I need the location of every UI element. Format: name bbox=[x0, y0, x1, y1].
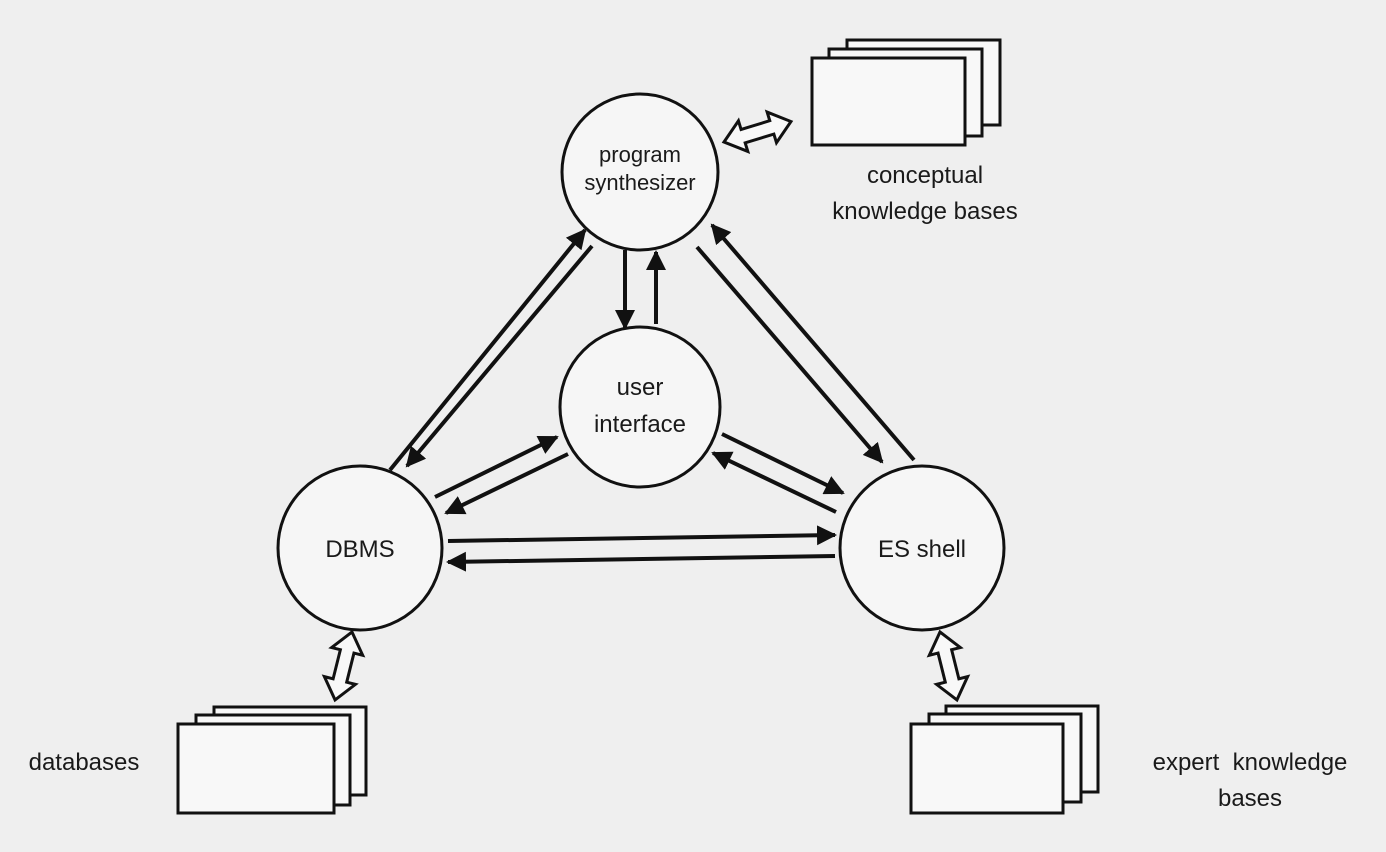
arrow-dbms-to-es-shell bbox=[447, 525, 837, 546]
program-synthesizer-label-line2: synthesizer bbox=[584, 170, 695, 195]
program-synthesizer-label-line1: program bbox=[599, 142, 681, 167]
user-interface-label-line2: interface bbox=[594, 411, 686, 438]
conceptual-kb-label-line2: knowledge bases bbox=[832, 198, 1017, 225]
databases-stack bbox=[176, 705, 368, 815]
arrow-dbms-to-synthesizer bbox=[388, 228, 587, 472]
arrow-es-shell-to-user-interface bbox=[711, 451, 837, 514]
bidirectional-arrow-conceptual bbox=[721, 109, 794, 154]
arrow-es-shell-to-dbms bbox=[446, 551, 836, 572]
expert-kb-label-line2: bases bbox=[1218, 785, 1282, 812]
bidirectional-arrow-expert bbox=[926, 629, 971, 703]
flow-arrows bbox=[388, 223, 916, 572]
arrow-synthesizer-to-dbms bbox=[405, 244, 594, 468]
es-shell-label: ES shell bbox=[878, 536, 966, 563]
node-program-synthesizer: program synthesizer bbox=[560, 92, 720, 252]
user-interface-label-line1: user bbox=[617, 374, 664, 401]
expert-knowledge-bases-stack bbox=[909, 704, 1100, 815]
arrow-synthesizer-to-es-shell bbox=[695, 245, 884, 464]
arrow-es-shell-to-synthesizer bbox=[710, 223, 916, 462]
conceptual-kb-label-line1: conceptual bbox=[867, 162, 983, 189]
arrow-dbms-to-user-interface bbox=[434, 435, 559, 499]
node-dbms: DBMS bbox=[276, 464, 444, 632]
expert-kb-label-line1: expert knowledge bbox=[1153, 749, 1348, 776]
arrow-user-interface-to-es-shell bbox=[721, 432, 845, 495]
node-es-shell: ES shell bbox=[838, 464, 1006, 632]
bidirectional-arrow-databases bbox=[321, 629, 366, 703]
node-user-interface: user interface bbox=[558, 325, 722, 489]
arrow-user-interface-to-dbms bbox=[444, 452, 569, 515]
dbms-label: DBMS bbox=[325, 536, 394, 563]
conceptual-knowledge-bases-stack bbox=[810, 38, 1002, 147]
databases-label: databases bbox=[29, 749, 140, 776]
